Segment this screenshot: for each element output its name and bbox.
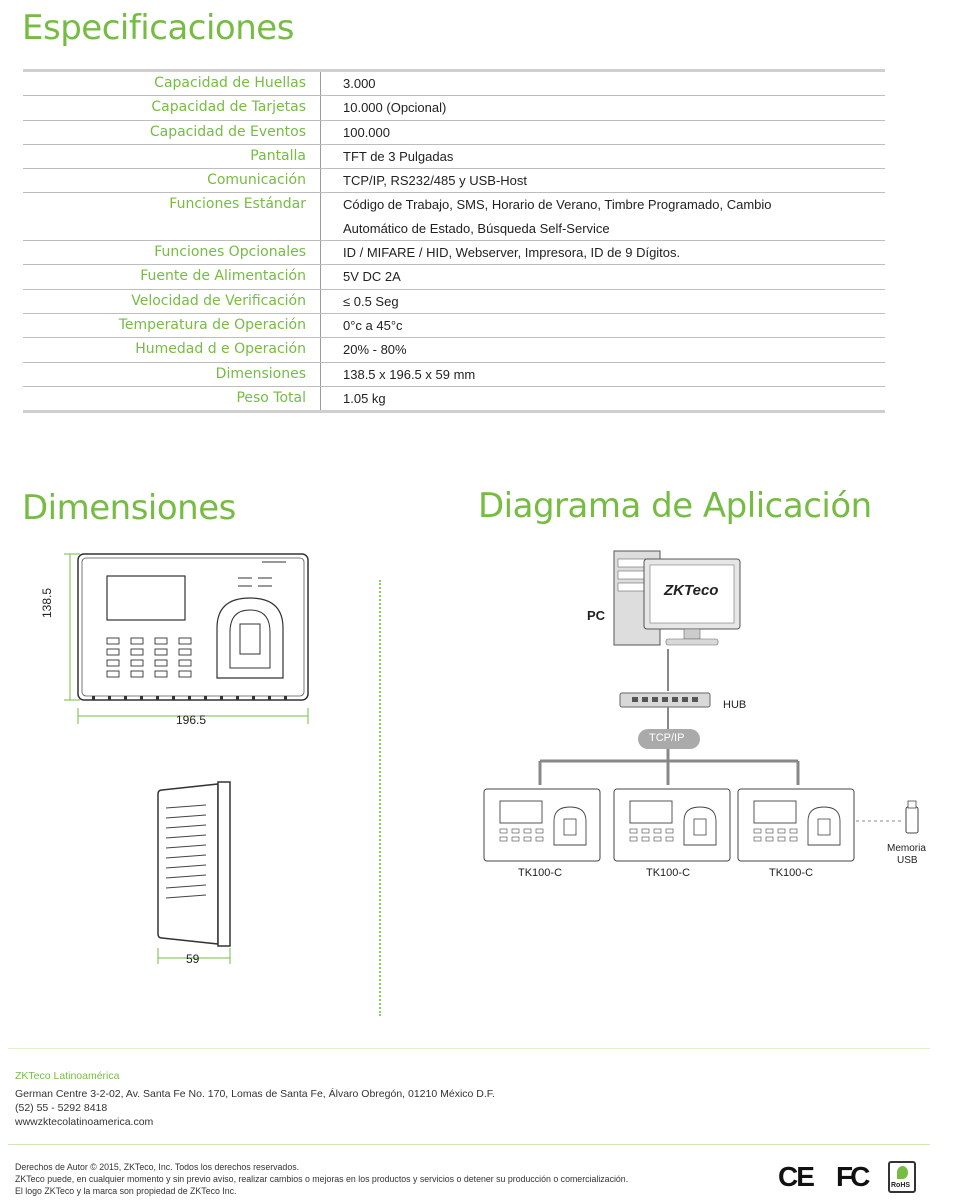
footer-address: German Centre 3-2-02, Av. Santa Fe No. 1… — [15, 1088, 495, 1100]
fcc-mark-icon: FC — [836, 1161, 870, 1192]
ce-mark-icon: CE — [778, 1161, 815, 1192]
spec-value: ≤ 0.5 Seg — [321, 290, 885, 313]
height-dimension-label: 138.5 — [40, 587, 54, 618]
rohs-label: RoHS — [891, 1182, 911, 1189]
spec-value: 10.000 (Opcional) — [321, 96, 885, 119]
diagram-title: Diagrama de Aplicación — [478, 486, 872, 526]
section-divider — [379, 580, 381, 1016]
footer-phone: (52) 55 - 5292 8418 — [15, 1102, 108, 1114]
spec-value: TFT de 3 Pulgadas — [321, 145, 885, 168]
spec-row: Dimensiones 138.5 x 196.5 x 59 mm — [23, 362, 885, 387]
pc-label: PC — [587, 608, 606, 623]
spec-value: ID / MIFARE / HID, Webserver, Impresora,… — [321, 241, 885, 264]
spec-row: Funciones Estándar Código de Trabajo, SMS… — [23, 193, 885, 242]
spec-label: Velocidad de Verificación — [23, 289, 321, 313]
specs-table-bottom-rule — [23, 410, 885, 414]
specs-table-top-rule — [23, 69, 885, 72]
spec-value-line: 20% - 80% — [343, 342, 407, 358]
spec-value-line: 1.05 kg — [343, 390, 386, 406]
spec-value: 20% - 80% — [321, 338, 885, 361]
spec-label: Funciones Opcionales — [23, 241, 321, 265]
depth-dimension-label: 59 — [186, 952, 200, 966]
spec-row: Peso Total 1.05 kg — [23, 386, 885, 411]
footer-copyright: Derechos de Autor © 2015, ZKTeco, Inc. T… — [15, 1162, 300, 1172]
spec-label: Humedad d e Operación — [23, 338, 321, 362]
tcpip-badge — [638, 729, 700, 749]
application-diagram — [483, 550, 919, 862]
pc-monitor — [643, 558, 741, 646]
spec-value-line: ID / MIFARE / HID, Webserver, Impresora,… — [343, 245, 681, 261]
spec-label: Fuente de Alimentación — [23, 265, 321, 289]
spec-value-line: 5V DC 2A — [343, 269, 401, 285]
spec-value: 138.5 x 196.5 x 59 mm — [321, 363, 885, 386]
device-front-drawing — [64, 553, 309, 724]
footer-company-name: ZKTeco Latinoamérica — [15, 1070, 120, 1082]
specs-title: Especificaciones — [22, 8, 294, 48]
hub-label: HUB — [723, 699, 747, 711]
usb-label-line1: Memoria — [887, 843, 926, 854]
spec-row: Temperatura de Operación 0°c a 45°c — [23, 313, 885, 339]
spec-value: 3.000 — [321, 72, 885, 95]
spec-label: Comunicación — [23, 169, 321, 193]
spec-value-line: TCP/IP, RS232/485 y USB-Host — [343, 173, 528, 189]
tk100-device-2 — [613, 788, 731, 862]
spec-value-line: 138.5 x 196.5 x 59 mm — [343, 366, 476, 382]
footer-rule-bottom — [8, 1144, 930, 1145]
footer-trademark: El logo ZKTeco y la marca son propiedad … — [15, 1186, 237, 1196]
device-label-3: TK100-C — [769, 867, 814, 879]
spec-value: 0°c a 45°c — [321, 314, 885, 337]
spec-value: 5V DC 2A — [321, 265, 885, 288]
spec-value-line: 0°c a 45°c — [343, 317, 403, 333]
spec-label: Capacidad de Tarjetas — [23, 96, 321, 120]
spec-label: Capacidad de Eventos — [23, 120, 321, 144]
tk100-device-1 — [483, 788, 601, 862]
spec-value-line: Código de Trabajo, SMS, Horario de Veran… — [343, 197, 772, 213]
spec-label: Capacidad de Huellas — [23, 72, 321, 96]
spec-value-line: 10.000 (Opcional) — [343, 100, 447, 116]
spec-value: Código de Trabajo, SMS, Horario de Veran… — [321, 193, 885, 240]
spec-value: 1.05 kg — [321, 387, 885, 410]
tcpip-label: TCP/IP — [649, 732, 685, 744]
spec-label: Temperatura de Operación — [23, 313, 321, 338]
spec-row: Comunicación TCP/IP, RS232/485 y USB-Host — [23, 169, 885, 194]
spec-value-line: ≤ 0.5 Seg — [343, 293, 399, 309]
spec-value: 100.000 — [321, 121, 885, 144]
spec-row: Capacidad de Tarjetas 10.000 (Opcional) — [23, 96, 885, 121]
spec-label: Dimensiones — [23, 362, 321, 386]
spec-value-line: 3.000 — [343, 76, 376, 91]
spec-label: Peso Total — [23, 386, 321, 411]
spec-label: Funciones Estándar — [23, 193, 321, 241]
dimensions-title: Dimensiones — [22, 488, 236, 528]
spec-row: Fuente de Alimentación 5V DC 2A — [23, 265, 885, 290]
spec-label: Pantalla — [23, 144, 321, 169]
rohs-mark-icon: RoHS — [888, 1161, 916, 1193]
device-side-drawing — [157, 781, 231, 964]
spec-row: Velocidad de Verificación ≤ 0.5 Seg — [23, 289, 885, 314]
monitor-brand-logo: ZKTeco — [664, 582, 719, 599]
spec-value-line: Automático de Estado, Búsqueda Self-Serv… — [343, 220, 610, 236]
spec-row: Humedad d e Operación 20% - 80% — [23, 338, 885, 363]
tk100-device-3 — [737, 788, 855, 862]
spec-value: TCP/IP, RS232/485 y USB-Host — [321, 169, 885, 192]
footer-rule-top — [8, 1048, 930, 1049]
spec-row: Capacidad de Eventos 100.000 — [23, 120, 885, 145]
spec-row: Funciones Opcionales ID / MIFARE / HID, W… — [23, 241, 885, 266]
spec-value-line: 100.000 — [343, 124, 390, 140]
spec-row: Pantalla TFT de 3 Pulgadas — [23, 144, 885, 170]
footer-disclaimer: ZKTeco puede, en cualquier momento y sin… — [15, 1174, 629, 1184]
device-label-2: TK100-C — [646, 867, 691, 879]
usb-drive-icon — [905, 800, 919, 834]
width-dimension-label: 196.5 — [176, 713, 207, 727]
footer-website[interactable]: wwwzktecolatinoamerica.com — [15, 1116, 154, 1128]
network-hub — [619, 692, 711, 708]
device-label-1: TK100-C — [518, 867, 563, 879]
spec-row: Capacidad de Huellas 3.000 — [23, 72, 885, 97]
usb-label-line2: USB — [897, 855, 918, 866]
spec-value-line: TFT de 3 Pulgadas — [343, 148, 454, 164]
